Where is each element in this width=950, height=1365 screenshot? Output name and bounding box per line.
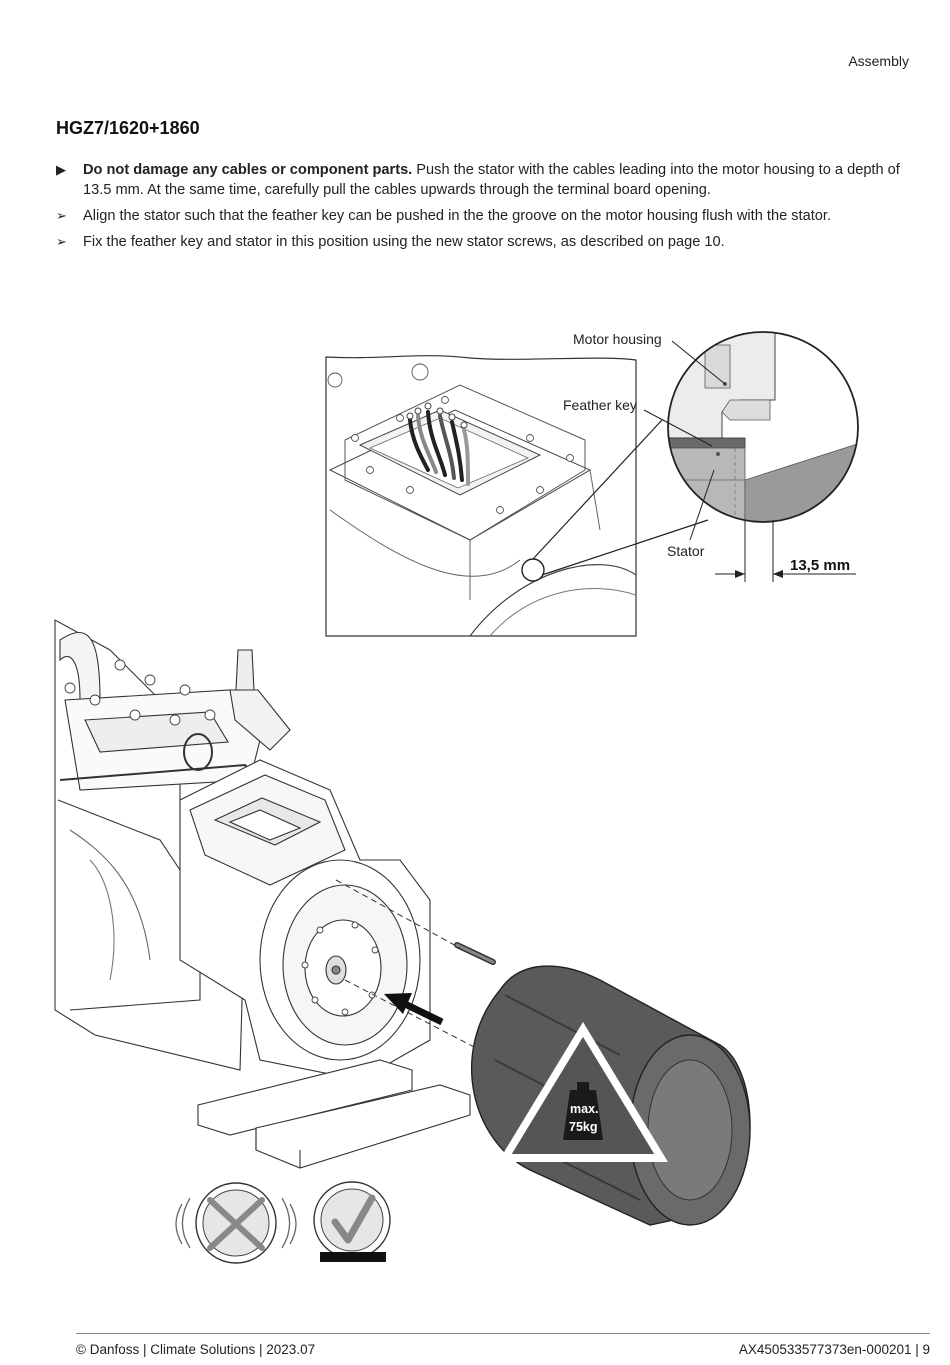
feather-key-label: Feather key — [563, 397, 637, 413]
step-text: Push the stator with the cables leading … — [83, 162, 900, 198]
step-marker: ▶ — [56, 162, 66, 177]
instruction-step: ➢ Align the stator such that the feather… — [56, 206, 916, 226]
step-text: Fix the feather key and stator in this p… — [83, 234, 725, 250]
footer-divider — [76, 1333, 930, 1334]
dimension-label: 13,5 mm — [790, 557, 850, 574]
step-marker: ➢ — [56, 208, 67, 223]
section-label: Assembly — [848, 53, 909, 69]
insertion-arrow-icon — [384, 993, 444, 1026]
motor-housing-label: Motor housing — [573, 331, 662, 347]
stator-label: Stator — [667, 543, 705, 559]
step-warning: Do not damage any cables or component pa… — [83, 162, 413, 178]
level-check-icon — [313, 1181, 391, 1262]
instruction-step: ▶ Do not damage any cables or component … — [56, 160, 916, 200]
page-title: HGZ7/1620+1860 — [56, 118, 200, 138]
weight-limit-line1: max. — [570, 1102, 599, 1116]
compressor-drawing-icon — [54, 619, 496, 1169]
weight-limit-line2: 75kg — [569, 1120, 598, 1134]
instruction-list: ▶ Do not damage any cables or component … — [56, 160, 916, 258]
instruction-step: ➢ Fix the feather key and stator in this… — [56, 232, 916, 252]
heavy-load-warning-icon — [498, 1022, 668, 1162]
step-text: Align the stator such that the feather k… — [83, 208, 831, 224]
detail-magnifier-icon — [643, 331, 859, 582]
terminal-box-inset — [325, 355, 709, 637]
footer-copyright: © Danfoss | Climate Solutions | 2023.07 — [76, 1342, 316, 1357]
step-marker: ➢ — [56, 234, 67, 249]
no-vibration-icon — [175, 1182, 297, 1264]
footer-document-id: AX450533577373en-000201 | 9 — [738, 1342, 930, 1357]
